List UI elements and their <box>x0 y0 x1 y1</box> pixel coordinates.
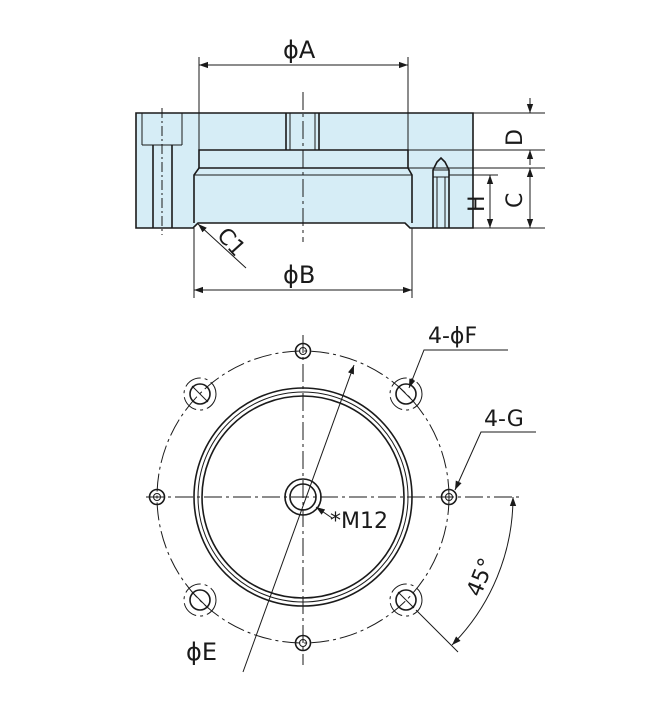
label-angle-45: 45° <box>462 555 500 601</box>
center-tap-inner <box>289 483 317 511</box>
counterbore-hole-left <box>141 108 183 235</box>
label-4-phi-f: 4-ϕF <box>428 324 477 349</box>
callout-m12: *M12 <box>315 506 388 534</box>
boss-outer-circle <box>193 387 413 607</box>
dowel-pin-right <box>432 156 450 228</box>
dimension-phi-b: ϕB <box>193 228 413 298</box>
plan-view: ϕE 4-ϕF 4-G *M12 45° <box>146 324 536 673</box>
bolt-circle <box>156 350 450 644</box>
callout-4-phi-f: 4-ϕF <box>408 324 508 389</box>
boss-inner-circle <box>201 395 405 599</box>
label-h: H <box>465 195 490 212</box>
label-phi-e: ϕE <box>186 638 217 666</box>
dowel-holes <box>148 342 458 652</box>
label-phi-a: ϕA <box>283 36 316 64</box>
label-phi-b: ϕB <box>283 261 315 289</box>
dimension-h: H <box>449 174 498 228</box>
chamfer-c1-callout: C1 <box>197 223 250 269</box>
label-c1: C1 <box>212 223 250 262</box>
dimension-angle-45: 45° <box>415 496 517 653</box>
center-tap-outer <box>284 478 322 516</box>
dimension-phi-e: ϕE <box>186 364 355 673</box>
label-c: C <box>503 193 528 208</box>
counterbore-holes <box>183 377 423 617</box>
callout-4-g: 4-G <box>454 407 536 491</box>
boss-chamfer-circle <box>197 391 409 603</box>
section-view: ϕA ϕB C1 D C <box>135 36 545 298</box>
section-body <box>135 112 474 229</box>
center-hole <box>285 113 320 150</box>
dimension-c: C <box>408 167 545 229</box>
dimension-d: D <box>408 98 545 165</box>
label-d: D <box>503 129 528 146</box>
label-m12: *M12 <box>330 509 388 534</box>
label-4-g: 4-G <box>484 407 524 432</box>
dimension-phi-a: ϕA <box>198 36 409 150</box>
